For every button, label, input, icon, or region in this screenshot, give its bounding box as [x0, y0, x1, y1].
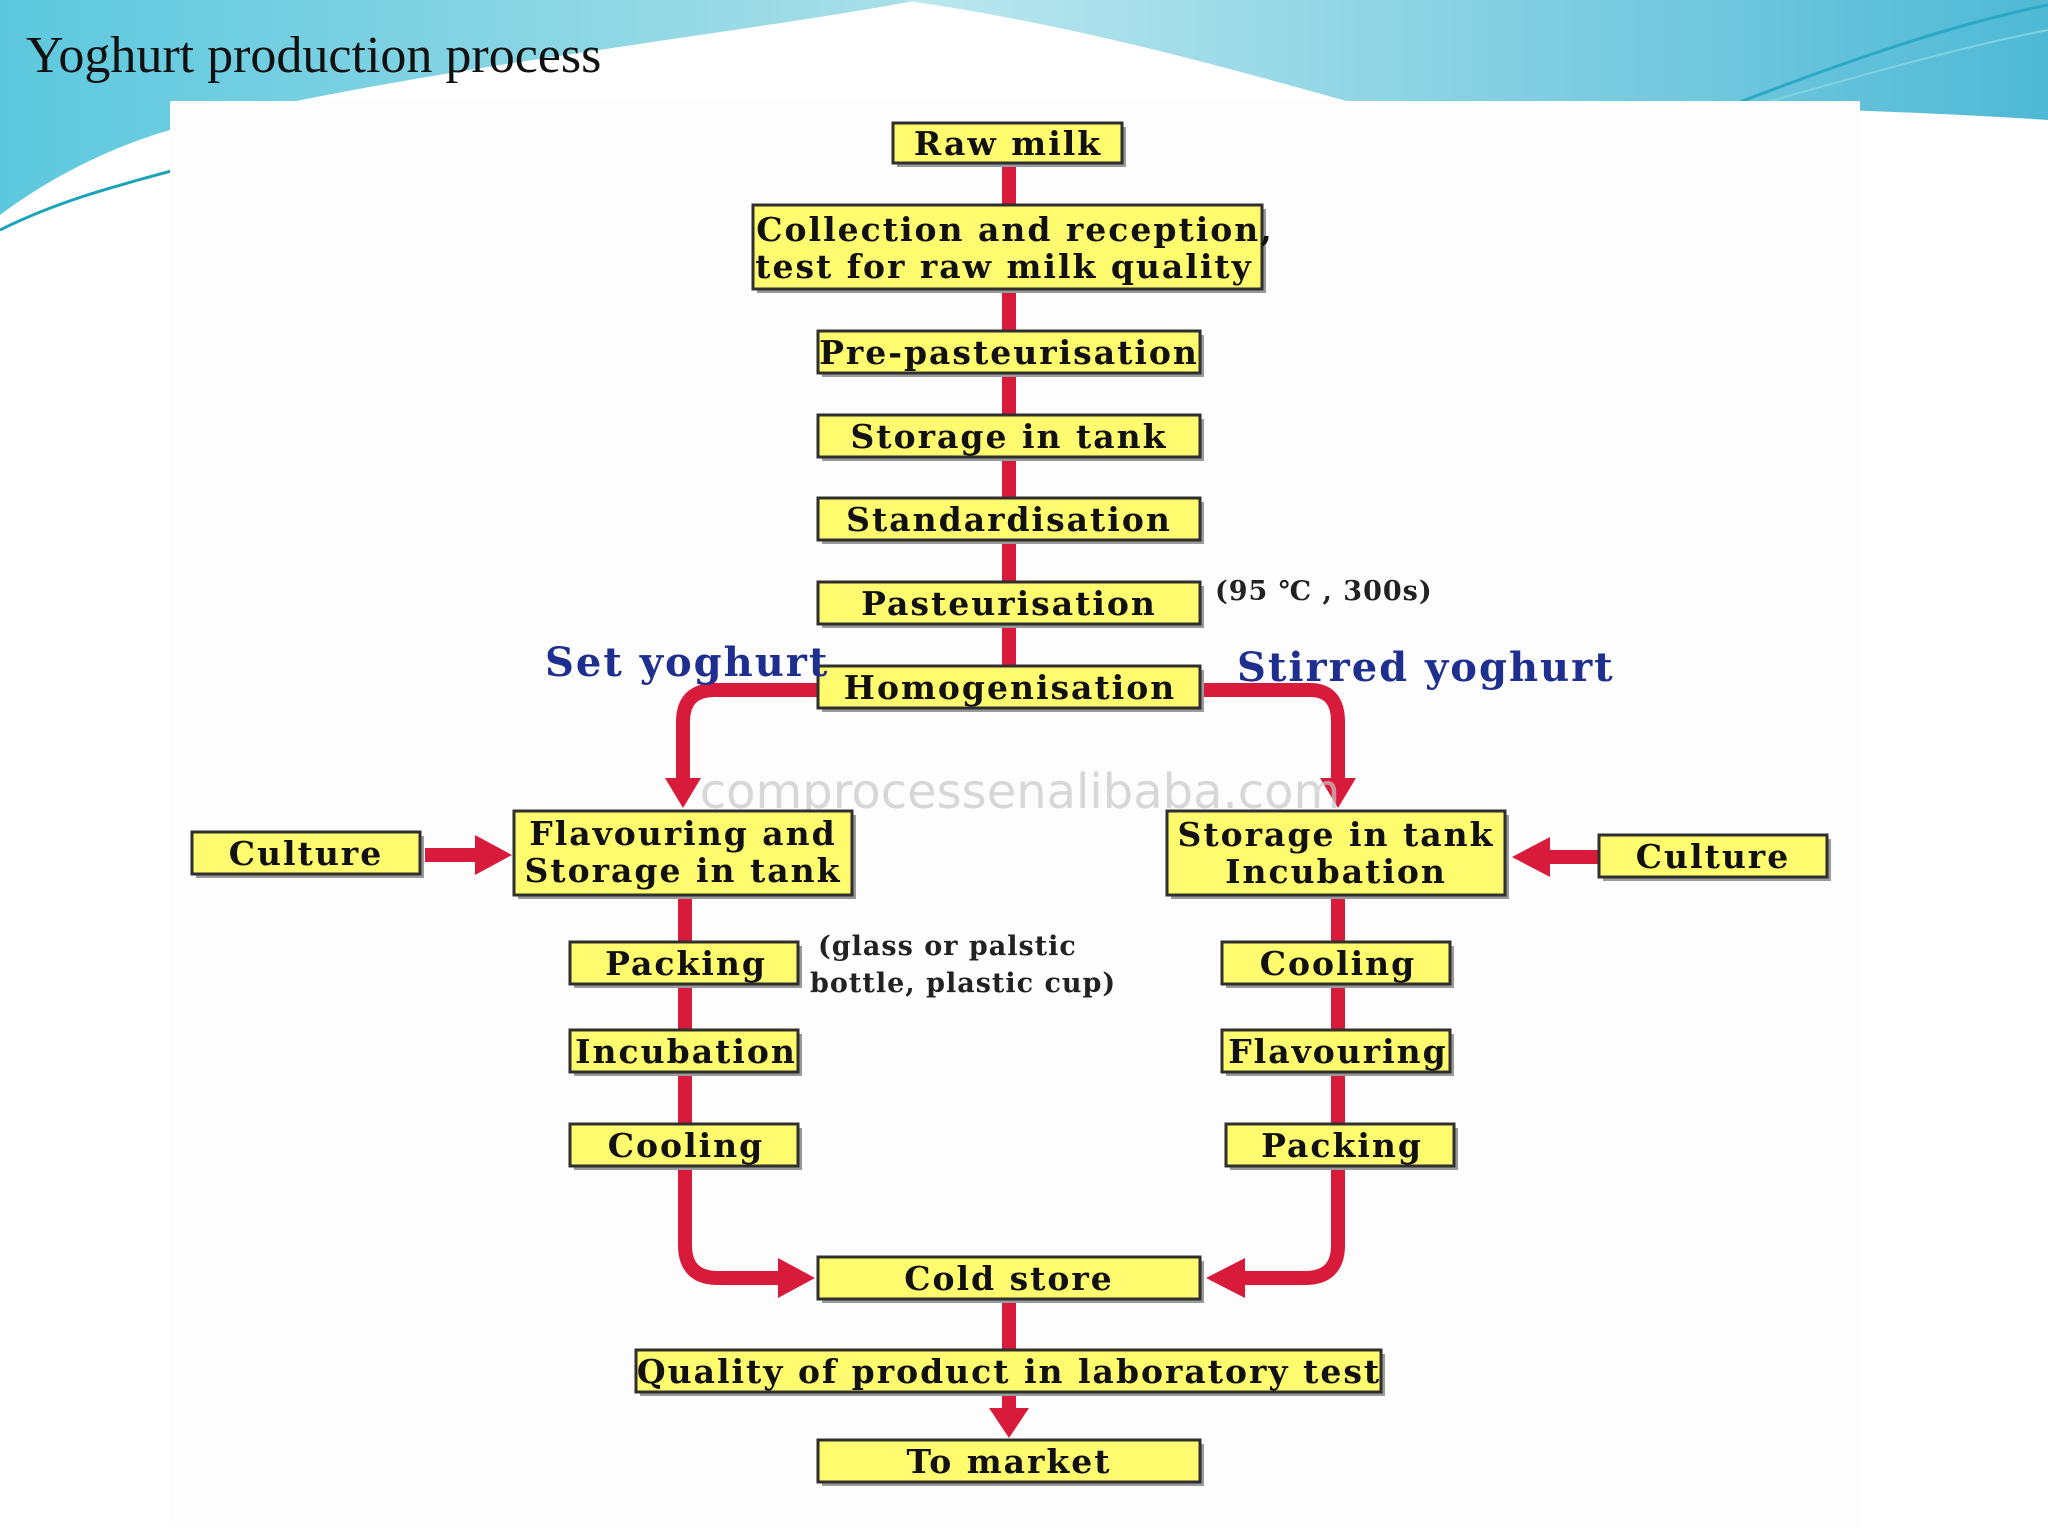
node-collection-label-1: Collection and reception, — [756, 210, 1273, 249]
node-homogenisation-label: Homogenisation — [844, 668, 1176, 707]
arrowhead-set-culture — [475, 835, 512, 875]
set-to-coldstore-connector — [678, 1170, 782, 1285]
node-collection: Collection and reception, test for raw m… — [751, 203, 1273, 293]
stirred-yoghurt-label: Stirred yoghurt — [1237, 644, 1615, 691]
header-swoosh-left — [0, 168, 176, 232]
arrowhead-set-branch — [665, 778, 701, 808]
node-standardisation: Standardisation — [816, 496, 1204, 544]
pasteurisation-note: (95 ℃ , 300s) — [1215, 576, 1433, 607]
node-to-market-label: To market — [906, 1442, 1111, 1481]
node-pasteurisation: Pasteurisation — [816, 580, 1204, 628]
stirred-branch-connector — [1203, 683, 1345, 782]
node-set-cooling: Cooling — [568, 1122, 802, 1170]
node-stirred-storage-label-2: Incubation — [1225, 852, 1447, 891]
node-stirred-flavouring-label: Flavouring — [1228, 1032, 1448, 1071]
header-wave-left — [0, 0, 920, 215]
node-set-packing: Packing — [568, 940, 802, 988]
node-stirred-culture: Culture — [1597, 833, 1831, 881]
node-cold-store: Cold store — [816, 1255, 1204, 1303]
arrowhead-stirred-coldstore — [1206, 1258, 1245, 1298]
node-set-packing-label: Packing — [605, 944, 767, 983]
arrowhead-stirred-branch — [1320, 778, 1356, 808]
node-raw-milk-label: Raw milk — [914, 124, 1102, 163]
node-homogenisation: Homogenisation — [816, 664, 1204, 712]
node-pre-pasteurisation-label: Pre-pasteurisation — [819, 333, 1199, 372]
node-to-market: To market — [816, 1438, 1204, 1486]
node-set-cooling-label: Cooling — [608, 1126, 764, 1165]
set-branch-connector — [676, 683, 822, 782]
node-stirred-packing: Packing — [1224, 1122, 1458, 1170]
packing-note-line-1: (glass or palstic — [818, 931, 1077, 962]
node-stirred-cooling-label: Cooling — [1260, 944, 1416, 983]
arrowhead-to-market — [989, 1408, 1029, 1438]
node-storage-tank: Storage in tank — [816, 413, 1204, 461]
node-pre-pasteurisation: Pre-pasteurisation — [816, 329, 1204, 377]
node-set-flavouring-label-2: Storage in tank — [525, 851, 842, 890]
node-stirred-storage: Storage in tank Incubation — [1165, 809, 1509, 899]
node-stirred-culture-label: Culture — [1636, 837, 1790, 876]
arrowhead-set-coldstore — [778, 1258, 815, 1298]
node-set-flavouring: Flavouring and Storage in tank — [512, 809, 856, 899]
node-standardisation-label: Standardisation — [846, 500, 1172, 539]
node-set-culture: Culture — [190, 830, 424, 878]
node-set-incubation-label: Incubation — [575, 1032, 797, 1071]
arrowhead-stirred-culture — [1512, 837, 1550, 877]
node-pasteurisation-label: Pasteurisation — [861, 584, 1157, 623]
node-cold-store-label: Cold store — [904, 1259, 1114, 1298]
node-set-culture-label: Culture — [229, 834, 383, 873]
packing-note-line-2: bottle, plastic cup) — [810, 968, 1116, 999]
header-swoosh-right — [1739, 3, 2048, 104]
node-stirred-packing-label: Packing — [1261, 1126, 1423, 1165]
node-raw-milk: Raw milk — [891, 121, 1126, 167]
page-title: Yoghurt production process — [26, 27, 602, 84]
node-stirred-cooling: Cooling — [1220, 940, 1454, 988]
stirred-to-coldstore-connector — [1240, 1170, 1345, 1285]
node-set-incubation: Incubation — [568, 1028, 802, 1076]
header-wave-right — [900, 0, 2048, 120]
node-quality-test: Quality of product in laboratory test — [634, 1348, 1385, 1396]
node-storage-tank-label: Storage in tank — [851, 417, 1168, 456]
node-stirred-storage-label-1: Storage in tank — [1178, 815, 1495, 854]
node-quality-test-label: Quality of product in laboratory test — [637, 1352, 1381, 1391]
node-collection-label-2: test for raw milk quality — [755, 247, 1253, 286]
node-stirred-flavouring: Flavouring — [1220, 1028, 1454, 1076]
header-swoosh-right-2 — [1759, 29, 2048, 105]
set-yoghurt-label: Set yoghurt — [545, 639, 829, 686]
node-set-flavouring-label-1: Flavouring and — [529, 814, 836, 853]
